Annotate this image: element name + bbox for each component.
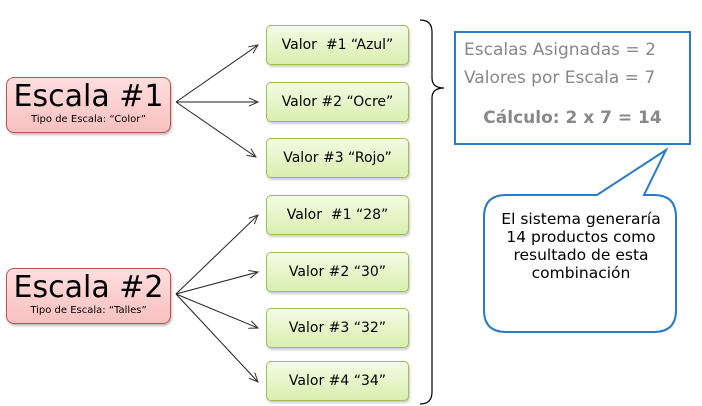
arrow bbox=[175, 293, 258, 382]
scale-title: Escala #1 bbox=[13, 79, 164, 114]
callout-bubble bbox=[483, 147, 677, 333]
value-box: Valor #2 “Ocre” bbox=[266, 82, 409, 122]
calculation: Cálculo: 2 x 7 = 14 bbox=[483, 108, 662, 128]
arrow bbox=[175, 293, 258, 328]
scale-type: Tipo de Escala: “Talles” bbox=[30, 305, 147, 316]
arrow bbox=[175, 101, 256, 157]
value-box: Valor #3 “Rojo” bbox=[266, 138, 409, 178]
brace bbox=[419, 19, 445, 405]
values-per-scale: Valores por Escala = 7 bbox=[464, 68, 656, 88]
value-box: Valor #1 “Azul” bbox=[266, 25, 409, 65]
value-box: Valor #2 “30” bbox=[266, 252, 409, 292]
assigned-scales: Escalas Asignadas = 2 bbox=[464, 40, 656, 60]
callout-text: El sistema generaría 14 productos como r… bbox=[501, 210, 661, 282]
scale-box-1: Escala #1 Tipo de Escala: “Color” bbox=[6, 77, 171, 133]
arrow bbox=[175, 272, 258, 295]
value-box: Valor #1 “28” bbox=[266, 195, 409, 235]
info-box: Escalas Asignadas = 2 Valores por Escala… bbox=[454, 31, 691, 145]
arrow bbox=[175, 215, 258, 295]
scale-type: Tipo de Escala: “Color” bbox=[30, 114, 147, 125]
value-box: Valor #3 “32” bbox=[266, 308, 409, 348]
value-box: Valor #4 “34” bbox=[266, 361, 409, 401]
scale-title: Escala #2 bbox=[13, 270, 164, 305]
arrow bbox=[175, 45, 258, 103]
scale-box-2: Escala #2 Tipo de Escala: “Talles” bbox=[6, 268, 171, 324]
